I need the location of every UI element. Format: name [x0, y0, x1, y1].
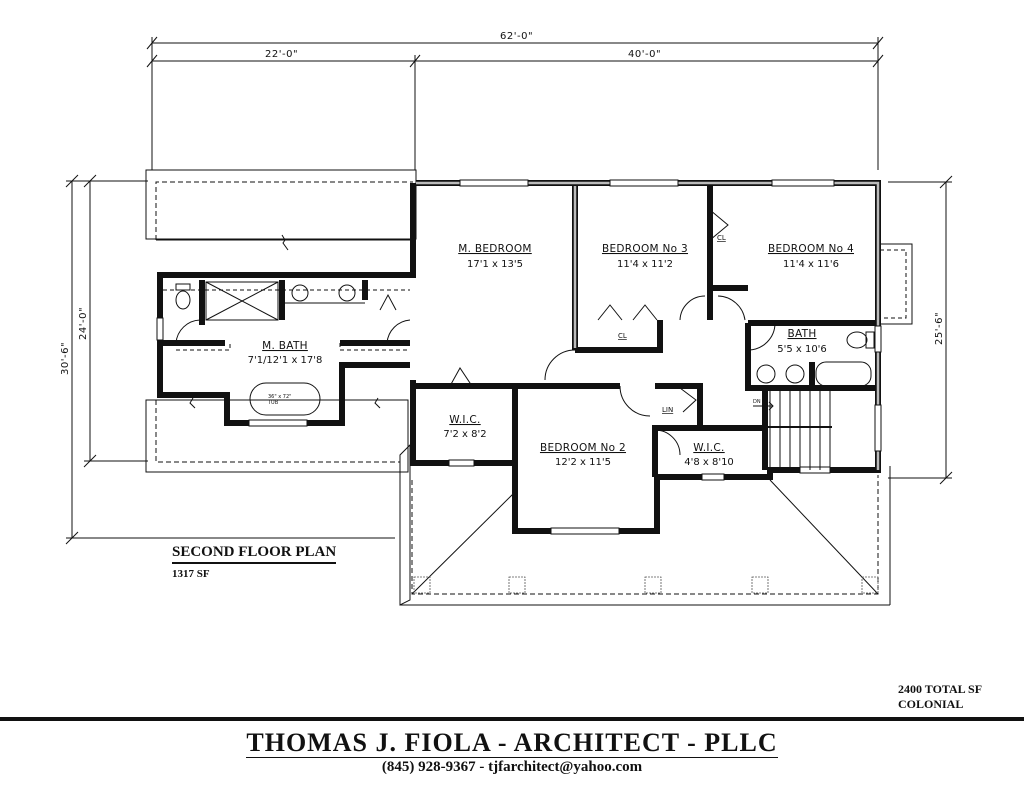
tub-size-label: 36" x 72": [268, 394, 291, 400]
windows: [156, 179, 882, 535]
room-size-wic-master: 7'2 x 8'2: [443, 429, 486, 440]
tub-label: TUB: [267, 400, 279, 406]
wall-fill: [416, 181, 880, 470]
dim-left-inner-depth: 24'-0": [78, 307, 89, 340]
dim-left-width: 22'-0": [265, 49, 298, 60]
dim-right-depth: 25'-6": [934, 312, 945, 345]
room-size-wic-bedroom-2: 4'8 x 8'10: [684, 457, 734, 468]
fixtures: [163, 281, 875, 416]
room-label-bedroom-4: BEDROOM No 4: [768, 243, 854, 255]
house-style: COLONIAL: [898, 697, 964, 711]
dim-right-width: 40'-0": [628, 49, 661, 60]
doors: [175, 209, 776, 456]
room-size-bedroom-3: 11'4 x 11'2: [617, 259, 673, 270]
room-size-bath: 5'5 x 10'6: [777, 344, 827, 355]
footer-divider: [0, 717, 1024, 721]
room-size-bedroom-4: 11'4 x 11'6: [783, 259, 839, 270]
closet-label-bedroom-3: CL: [618, 332, 627, 340]
porch-columns: [413, 576, 879, 594]
plan-title: SECOND FLOOR PLAN: [172, 544, 337, 564]
dim-left-outer-depth: 30'-6": [60, 342, 71, 375]
firm-name: THOMAS J. FIOLA - ARCHITECT - PLLC: [246, 728, 778, 758]
room-label-bath: BATH: [787, 328, 816, 340]
room-size-master-bedroom: 17'1 x 13'5: [467, 259, 523, 270]
room-label-master-bedroom: M. BEDROOM: [458, 243, 532, 255]
room-size-bedroom-2: 12'2 x 11'5: [555, 457, 611, 468]
room-label-bedroom-2: BEDROOM No 2: [540, 442, 626, 454]
room-size-master-bath: 7'1/12'1 x 17'8: [248, 355, 323, 366]
linen-closet-label: LIN: [662, 406, 673, 414]
plan-square-feet: 1317 SF: [172, 568, 210, 580]
room-label-master-bath: M. BATH: [262, 340, 308, 352]
firm-contact: (845) 928-9367 - tjfarchitect@yahoo.com: [381, 759, 643, 775]
dim-overall-width: 62'-0": [500, 31, 533, 42]
closet-label-bedroom-4: CL: [717, 234, 726, 242]
dimension-lines: [65, 36, 953, 545]
stairs: [753, 391, 832, 470]
firm-name-block: THOMAS J. FIOLA - ARCHITECT - PLLC: [0, 728, 1024, 758]
total-square-feet: 2400 TOTAL SF: [898, 682, 983, 696]
summary-block: 2400 TOTAL SF COLONIAL: [898, 682, 982, 712]
room-label-wic-bedroom-2: W.I.C.: [693, 442, 724, 454]
room-label-bedroom-3: BEDROOM No 3: [602, 243, 688, 255]
room-label-wic-master: W.I.C.: [449, 414, 480, 426]
stair-direction-label: DN: [753, 399, 761, 405]
